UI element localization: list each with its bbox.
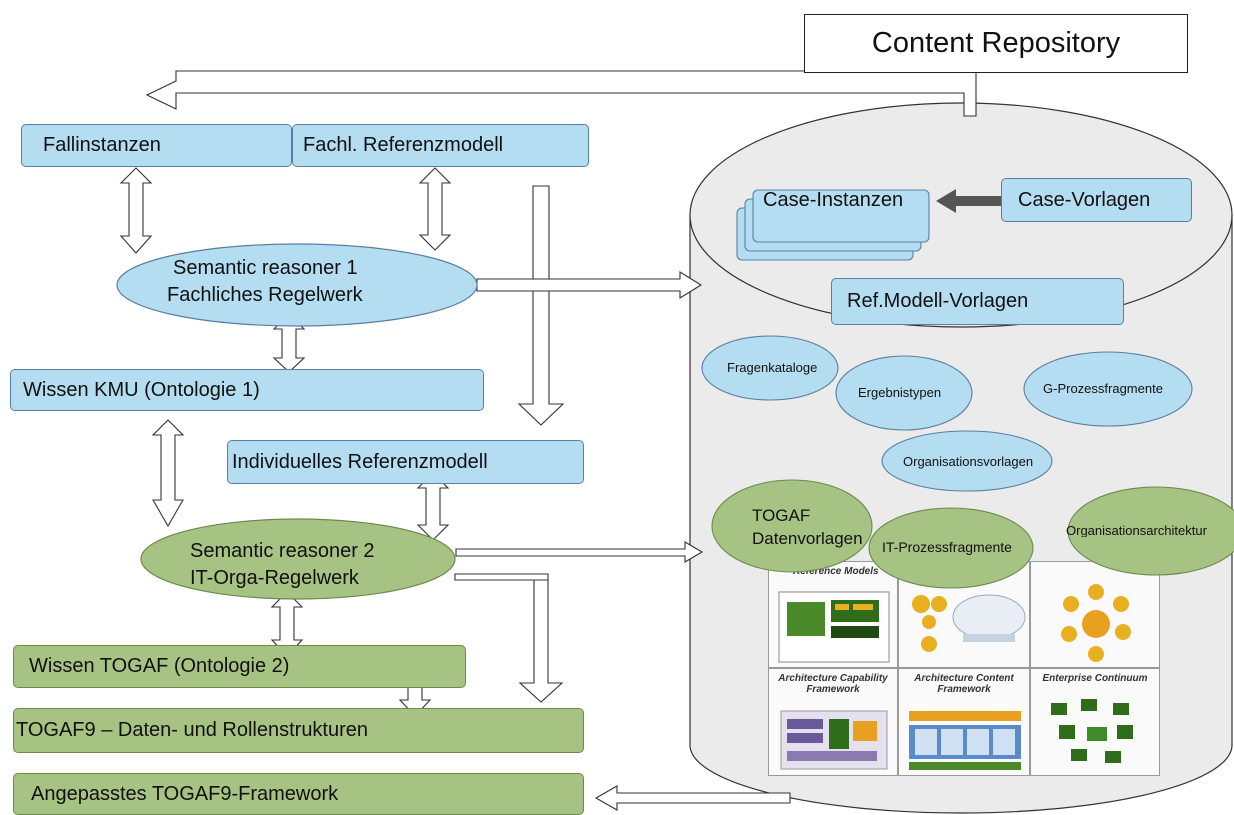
case-stack: [736, 189, 930, 261]
fallinstanzen-box: Fallinstanzen: [21, 124, 292, 167]
fachl-referenzmodell-label: Fachl. Referenzmodell: [303, 134, 504, 156]
thumb-architecture-graphic: [1030, 561, 1160, 668]
reasoner2-line2: IT-Orga-Regelwerk: [190, 567, 359, 589]
reasoner1-line2: Fachliches Regelwerk: [167, 284, 363, 306]
it-prozessfragmente-label: IT-Prozessfragmente: [882, 539, 1012, 555]
ref-modell-vorlagen-box: Ref.Modell-Vorlagen: [831, 278, 1124, 325]
double-arrows: [119, 167, 452, 717]
case-instanzen-label: Case-Instanzen: [763, 189, 904, 211]
wissen-kmu-box: Wissen KMU (Ontologie 1): [10, 369, 484, 411]
thumb-reference-models: Reference Models: [768, 561, 898, 668]
wissen-togaf-label: Wissen TOGAF (Ontologie 2): [29, 655, 290, 677]
content-graphic: [909, 711, 1021, 770]
individuelles-referenzmodell-box: Individuelles Referenzmodell: [227, 440, 584, 484]
togaf9-datenstrukturen-label: TOGAF9 – Daten- und Rollenstrukturen: [16, 719, 369, 741]
template-arrow: [936, 189, 1002, 213]
g-prozessfragmente-label: G-Prozessfragmente: [1043, 381, 1163, 396]
continuum-graphic: [1051, 699, 1133, 763]
fallinstanzen-label: Fallinstanzen: [43, 134, 161, 156]
organisationsvorlagen-label: Organisationsvorlagen: [903, 454, 1034, 469]
angepasstes-framework-label: Angepasstes TOGAF9-Framework: [31, 782, 339, 805]
individuelles-referenzmodell-label: Individuelles Referenzmodell: [232, 450, 488, 473]
thumb-architecture-capability: Architecture Capability Framework: [768, 668, 898, 776]
capability-graphic: [780, 710, 888, 770]
organisationsarchitektur-label: Organisationsarchitektur: [1066, 524, 1207, 537]
fragenkataloge-label: Fragenkataloge: [727, 360, 818, 375]
architecture-graphic: [1061, 584, 1131, 662]
thumb-enterprise-continuum: Enterprise Continuum: [1030, 668, 1160, 776]
ref-modell-vorlagen-label: Ref.Modell-Vorlagen: [847, 290, 1029, 312]
output-arrow: [594, 785, 791, 811]
case-vorlagen-box: Case-Vorlagen: [1001, 178, 1192, 222]
togaf9-datenstrukturen-box: TOGAF9 – Daten- und Rollenstrukturen: [13, 708, 584, 753]
case-vorlagen-label: Case-Vorlagen: [1018, 188, 1151, 211]
reasoner-ellipses: [116, 243, 478, 600]
content-repository-title: Content Repository: [804, 14, 1188, 73]
thumb-architecture-content: Architecture Content Framework: [898, 668, 1030, 776]
fachl-referenzmodell-box: Fachl. Referenzmodell: [292, 124, 589, 167]
loop-arrow: [145, 70, 977, 117]
wissen-togaf-box: Wissen TOGAF (Ontologie 2): [13, 645, 466, 688]
ergebnistypen-label: Ergebnistypen: [858, 385, 942, 400]
wissen-kmu-label: Wissen KMU (Ontologie 1): [23, 378, 260, 401]
togaf-datenvorlagen-line1: TOGAF: [752, 506, 811, 525]
togaf-datenvorlagen-line2: Datenvorlagen: [752, 529, 863, 548]
reference-models-graphic: [778, 591, 890, 663]
process-graphic: [912, 594, 1026, 652]
reasoner1-line1: Semantic reasoner 1: [173, 257, 358, 279]
down-arrows: [517, 185, 565, 703]
blue-ellipses: [701, 335, 1193, 492]
right-arrows: [454, 271, 704, 581]
angepasstes-framework-box: Angepasstes TOGAF9-Framework: [13, 773, 584, 815]
reasoner2-line1: Semantic reasoner 2: [190, 540, 375, 562]
